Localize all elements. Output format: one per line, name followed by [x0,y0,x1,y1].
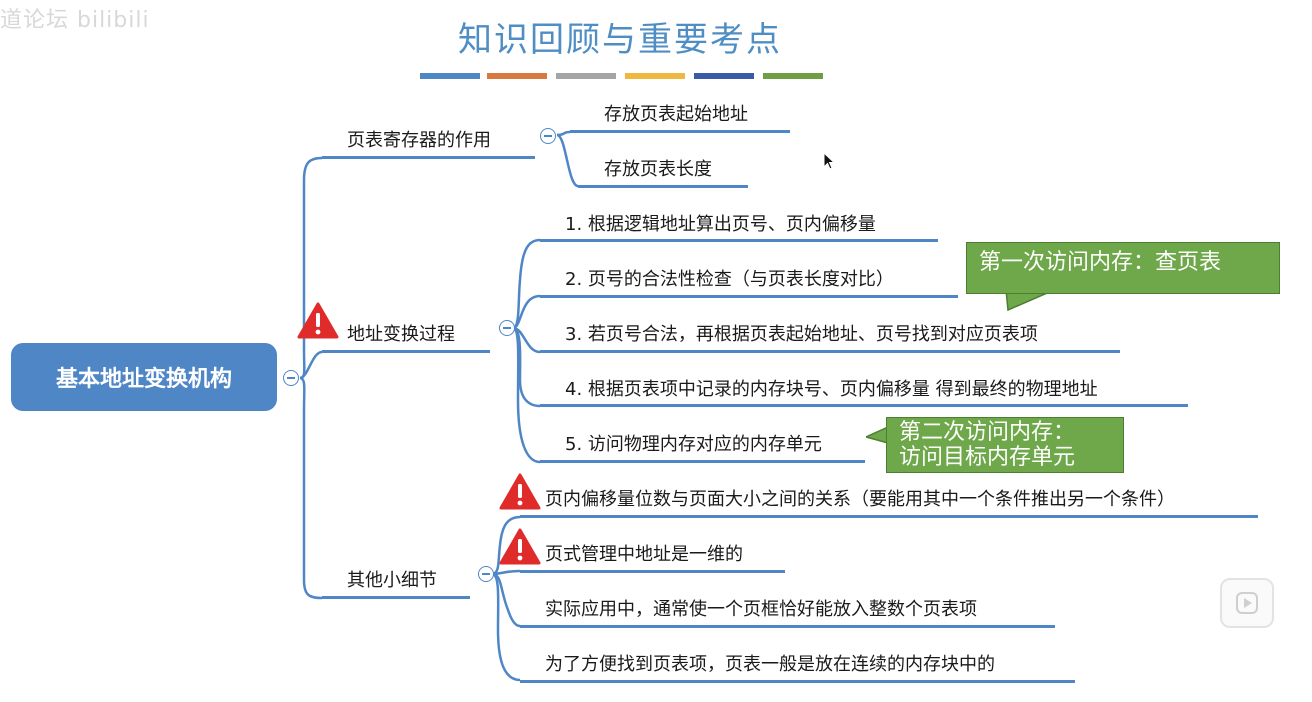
leaf-underline [578,185,748,188]
leaf-item: 实际应用中，通常使一个页框恰好能放入整数个页表项 [545,599,977,620]
leaf-item: 页内偏移量位数与页面大小之间的关系（要能用其中一个条件推出另一个条件） [545,489,1175,510]
branch-underline [322,596,470,599]
mouse-cursor-icon [823,152,836,170]
leaf-underline [520,515,1258,518]
leaf-underline [520,680,1075,683]
leaf-item: 4. 根据页表项中记录的内存块号、页内偏移量 得到最终的物理地址 [565,379,1098,400]
leaf-item: 2. 页号的合法性检查（与页表长度对比） [565,269,894,290]
leaf-item: 1. 根据逻辑地址算出页号、页内偏移量 [565,214,876,235]
warning-icon [499,473,541,510]
callout-line-1: 第二次访问内存： [899,420,1076,445]
callout-first-memory-access: 第一次访问内存：查页表 [966,242,1280,294]
color-bar-6 [763,73,823,79]
leaf-underline [520,625,1055,628]
branch-underline [322,156,535,159]
page-title: 知识回顾与重要考点 [458,20,782,60]
collapse-icon[interactable] [540,128,556,144]
leaf-item: 存放页表起始地址 [604,104,748,125]
play-icon [1236,592,1258,614]
collapse-icon[interactable] [499,320,515,336]
root-node[interactable]: 基本地址变换机构 [11,343,277,411]
leaf-underline [540,460,865,463]
callout-pointer [1005,290,1055,312]
warning-icon [297,302,339,339]
branch-address-translation[interactable]: 地址变换过程 [347,324,455,345]
leaf-underline [540,404,1188,407]
leaf-item: 存放页表长度 [604,159,712,180]
watermark: 道论坛 bilibili [0,8,150,33]
collapse-icon[interactable] [283,370,299,386]
leaf-item: 3. 若页号合法，再根据页表起始地址、页号找到对应页表项 [565,324,1038,345]
branch-page-table-register[interactable]: 页表寄存器的作用 [347,130,491,151]
callout-second-memory-access: 第二次访问内存： 访问目标内存单元 [886,417,1124,473]
warning-icon [499,528,541,565]
leaf-underline [540,295,958,298]
branch-other-details[interactable]: 其他小细节 [347,570,437,591]
leaf-underline [570,130,790,133]
play-button[interactable] [1220,578,1274,628]
leaf-item: 为了方便找到页表项，页表一般是放在连续的内存块中的 [545,654,995,675]
branch-underline [322,350,490,353]
leaf-item: 5. 访问物理内存对应的内存单元 [565,434,822,455]
leaf-underline [540,239,938,242]
color-bar-3 [556,73,616,79]
color-bar-2 [487,73,547,79]
leaf-underline [520,570,785,573]
leaf-item: 页式管理中地址是一维的 [545,544,743,565]
leaf-underline [540,350,1120,353]
color-bar-1 [420,73,480,79]
callout-line-2: 访问目标内存单元 [899,445,1076,470]
collapse-icon[interactable] [478,566,494,582]
color-bar-4 [625,73,685,79]
color-bar-5 [694,73,754,79]
